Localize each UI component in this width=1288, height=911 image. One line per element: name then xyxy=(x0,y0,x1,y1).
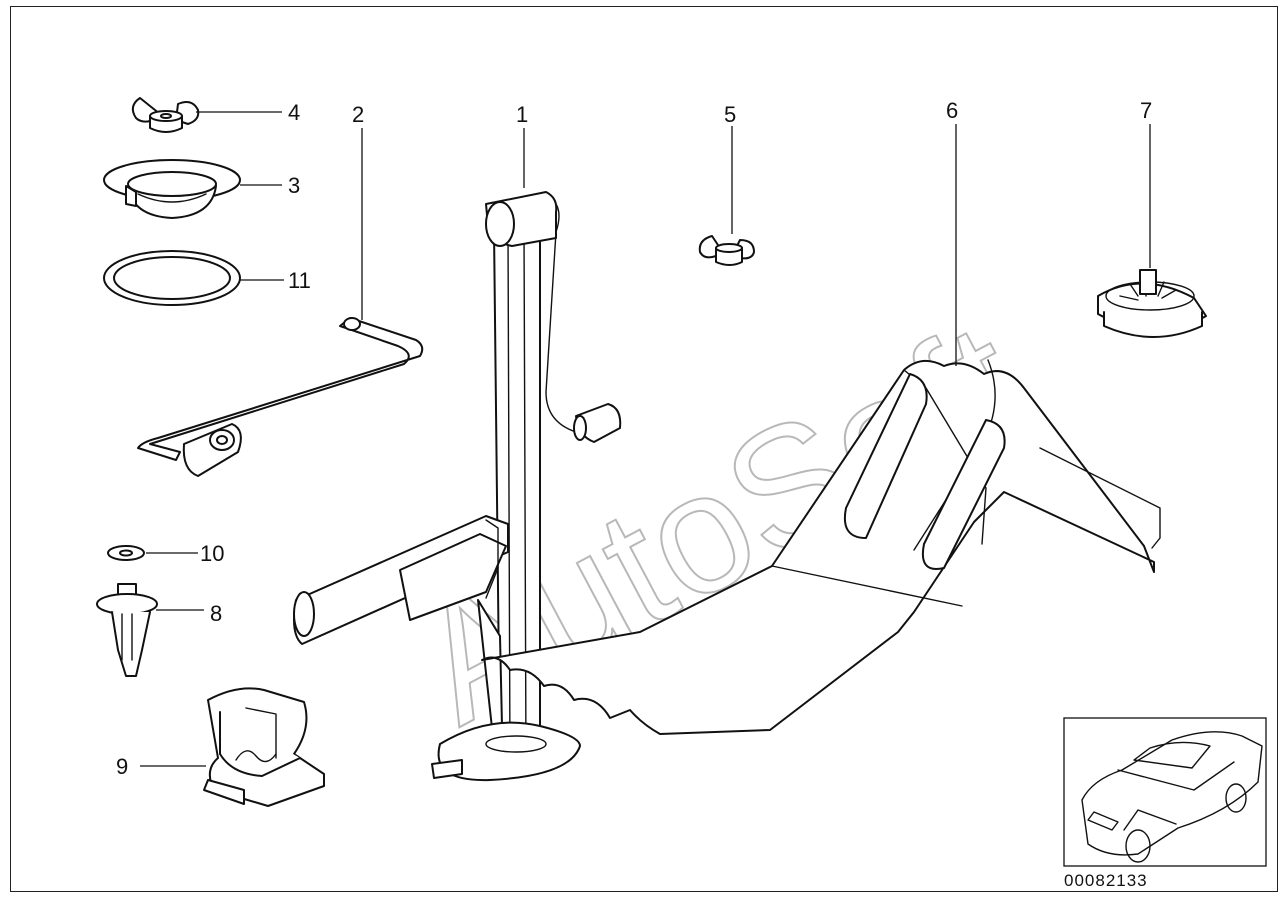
callout-5[interactable]: 5 xyxy=(724,102,736,127)
callout-10[interactable]: 10 xyxy=(200,541,224,566)
callout-7[interactable]: 7 xyxy=(1140,98,1152,123)
callout-4[interactable]: 4 xyxy=(288,100,300,125)
callout-2[interactable]: 2 xyxy=(352,102,364,127)
reference-number: 00082133 xyxy=(1064,871,1148,890)
part-8-push-clip[interactable] xyxy=(96,583,158,677)
part-5-wing-nut[interactable] xyxy=(698,235,755,266)
part-3-support-cup[interactable] xyxy=(103,159,241,219)
part-7-support-buffer[interactable] xyxy=(1097,269,1207,338)
diagram-frame xyxy=(10,6,1278,892)
part-10-washer[interactable] xyxy=(107,545,145,561)
callout-9[interactable]: 9 xyxy=(116,754,128,779)
callout-11[interactable]: 11 xyxy=(288,268,311,293)
callout-6[interactable]: 6 xyxy=(946,98,958,123)
part-4-wing-nut[interactable] xyxy=(131,97,200,133)
part-11-ring-washer[interactable] xyxy=(103,250,241,306)
callout-8[interactable]: 8 xyxy=(210,601,222,626)
vehicle-thumbnail xyxy=(1063,717,1267,867)
part-2-wheel-wrench[interactable] xyxy=(137,317,424,477)
callout-3[interactable]: 3 xyxy=(288,173,300,198)
part-1-jack[interactable] xyxy=(293,191,622,782)
callout-1[interactable]: 1 xyxy=(516,102,528,127)
part-9-retaining-clip[interactable] xyxy=(203,687,325,807)
